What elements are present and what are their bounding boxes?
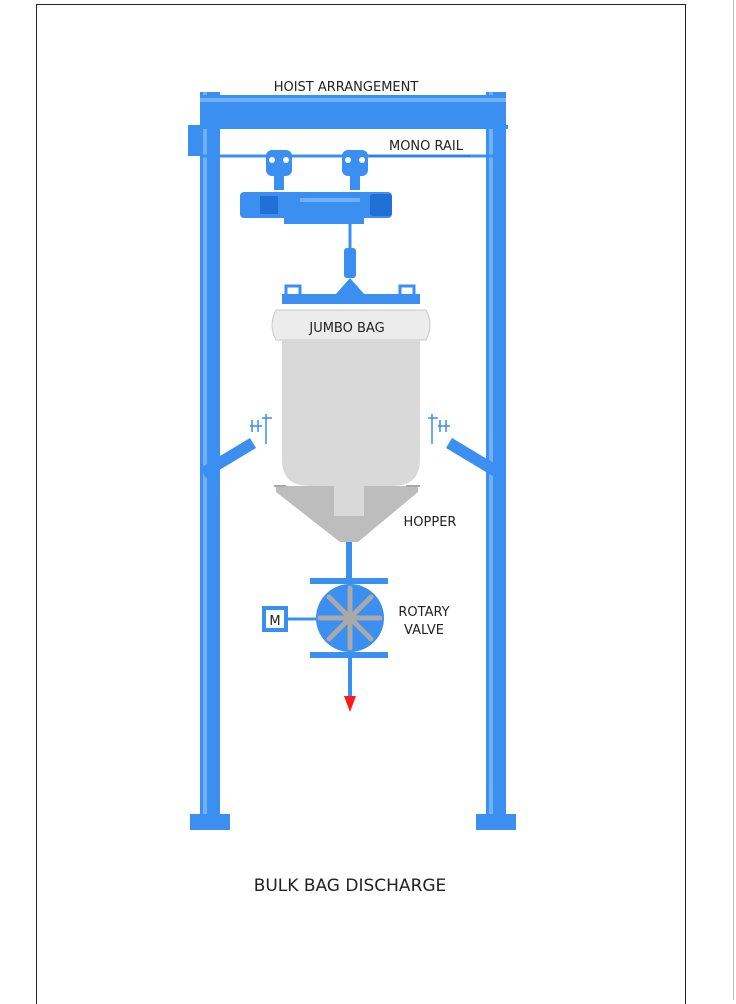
diagram-title: BULK BAG DISCHARGE <box>254 876 447 896</box>
trolley-right <box>342 150 368 190</box>
hoist-beam <box>188 95 508 129</box>
valve-label-line2: VALVE <box>404 623 444 638</box>
rail-label: MONO RAIL <box>389 139 464 154</box>
discharge-flow <box>344 658 356 712</box>
trolley-left <box>266 150 292 190</box>
bag-lifting-frame <box>282 284 420 304</box>
left-column <box>188 92 230 830</box>
valve-label-line1: ROTARY <box>398 605 449 620</box>
clamp-left <box>200 414 272 478</box>
hoist-label: HOIST ARRANGEMENT <box>274 80 419 95</box>
valve-spokes <box>317 585 383 651</box>
sheet-edge-line <box>733 0 734 1000</box>
right-column <box>476 92 516 830</box>
hopper <box>274 485 420 542</box>
rotary-valve <box>310 578 388 658</box>
clamp-right <box>428 414 502 478</box>
hoist-unit <box>240 192 392 224</box>
outlet-pipe <box>346 542 352 578</box>
hopper-label: HOPPER <box>404 515 457 530</box>
motor-label: M <box>269 614 280 629</box>
flow-arrow-icon <box>344 696 356 712</box>
motor <box>262 606 316 632</box>
jumbo-bag <box>271 309 431 486</box>
bag-label: JUMBO BAG <box>308 321 384 336</box>
hoist-hook <box>336 224 364 294</box>
